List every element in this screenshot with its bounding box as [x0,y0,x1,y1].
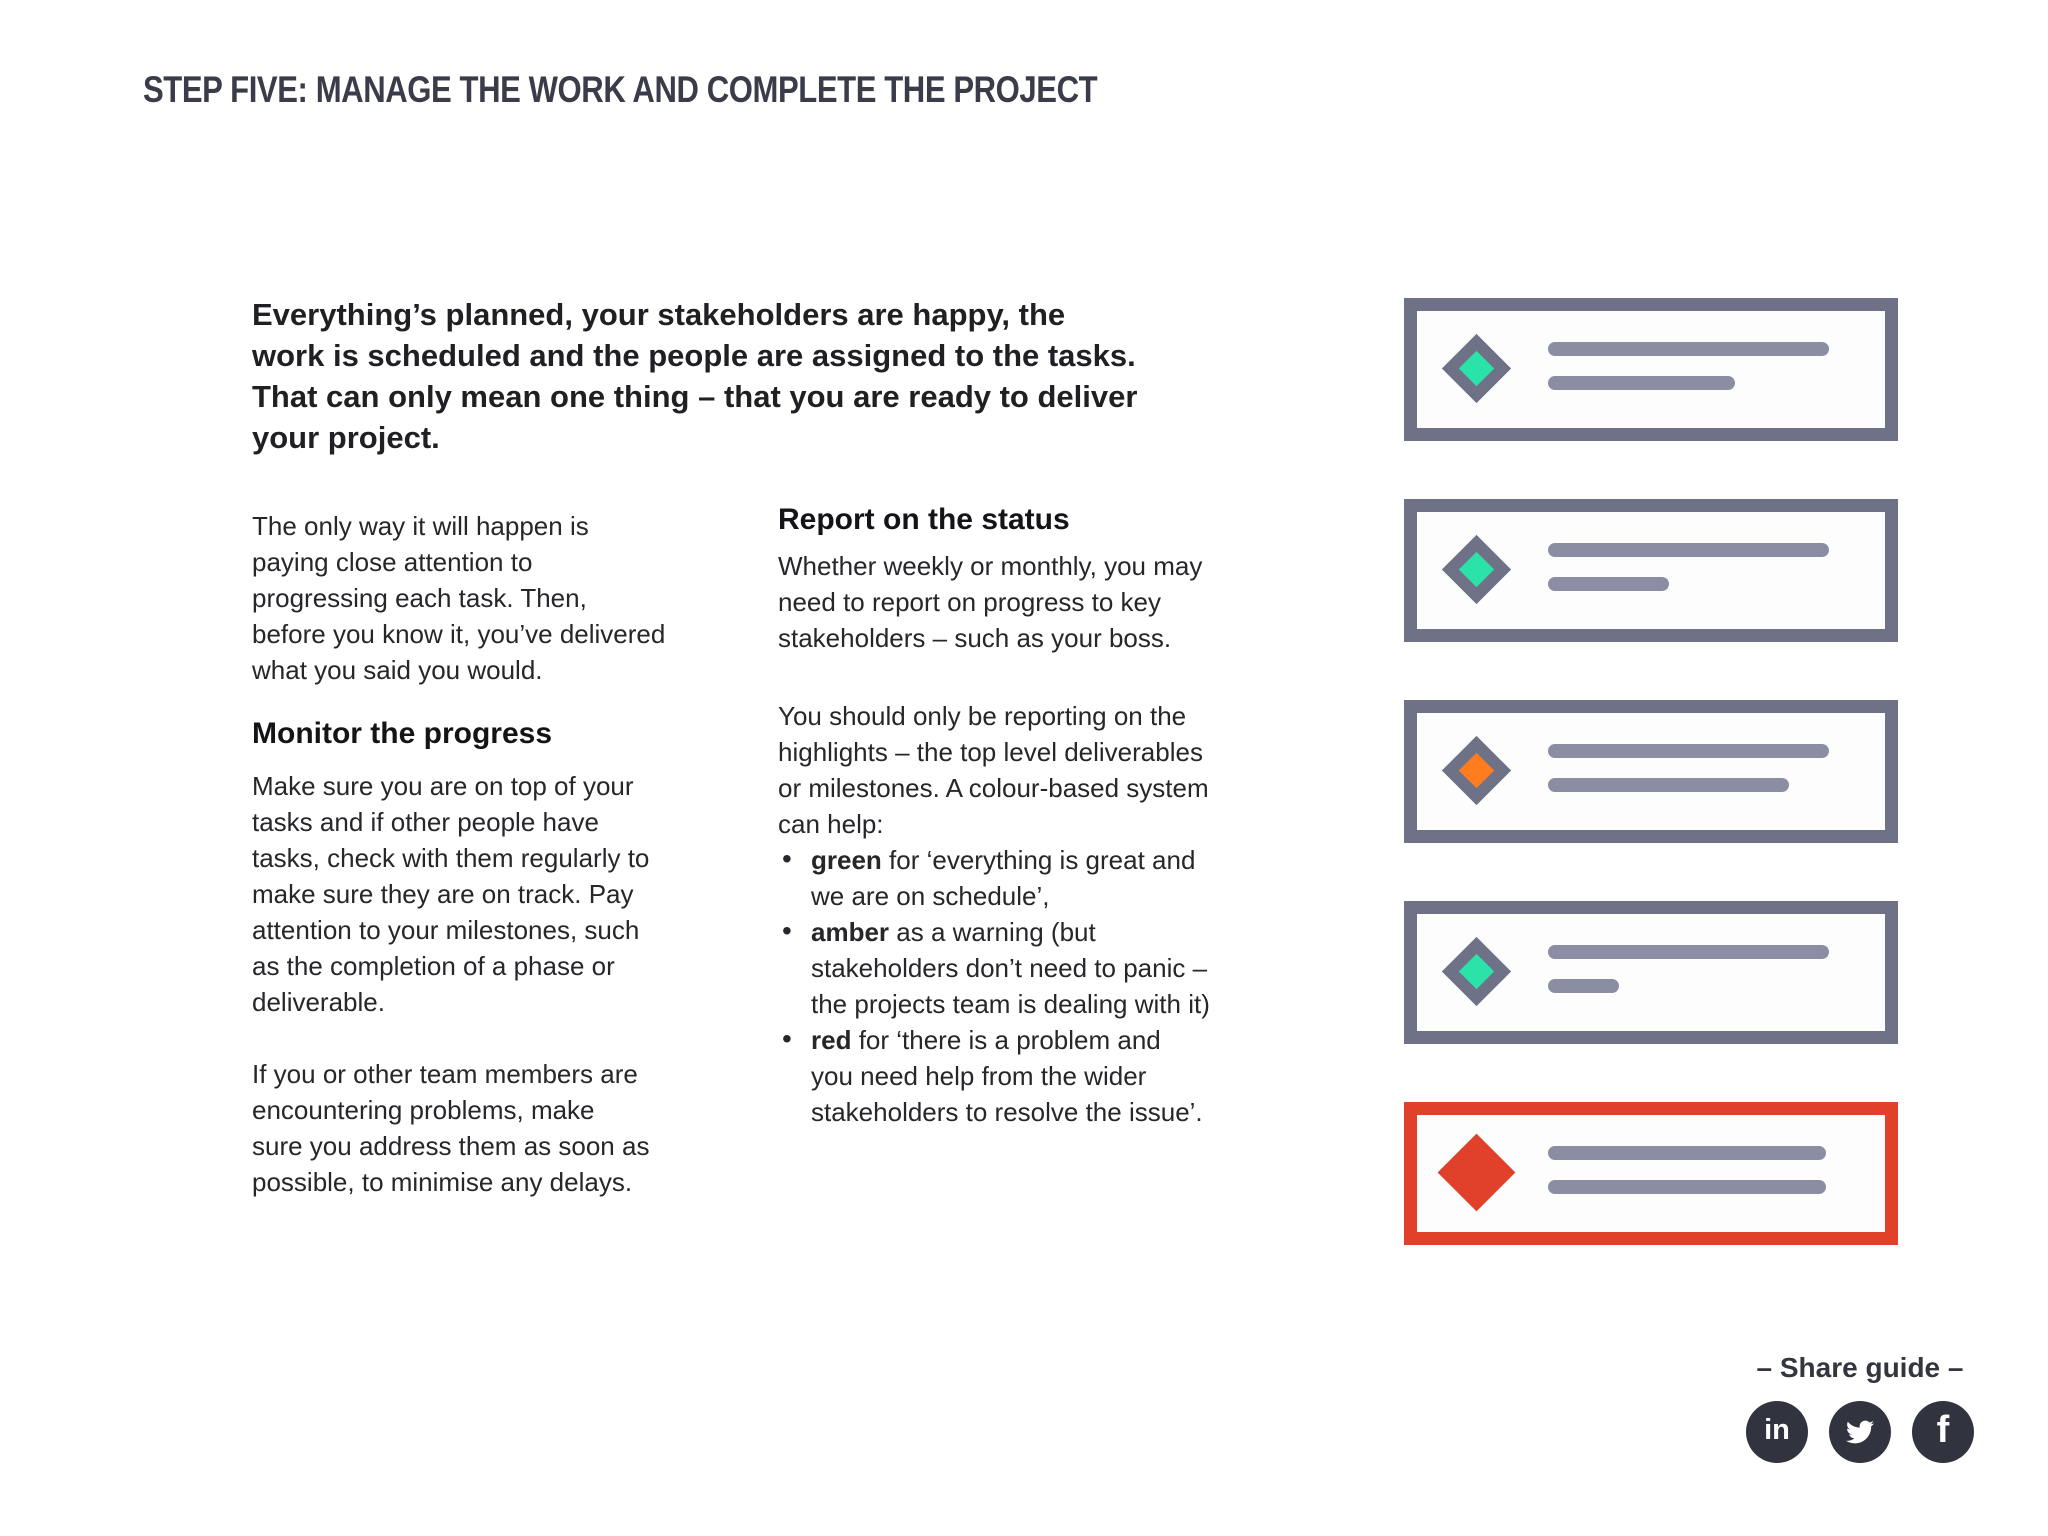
share-icons-row: in f [1746,1401,1974,1463]
status-card-on-schedule-1 [1404,298,1898,441]
page-title: STEP FIVE: MANAGE THE WORK AND COMPLETE … [143,69,1098,110]
left-column: The only way it will happen is paying cl… [252,508,757,1200]
bullet-amber-text: as a warning (but stakeholders don’t nee… [811,917,1210,1019]
left-paragraph-3: If you or other team members are encount… [252,1059,650,1197]
diamond-status-fill [1458,752,1495,789]
text-line-placeholder [1548,979,1619,993]
diamond-status-fill [1458,953,1495,990]
linkedin-icon: in [1764,1414,1790,1446]
text-line-placeholder [1548,945,1829,959]
facebook-icon: f [1936,1408,1950,1451]
linkedin-share-button[interactable]: in [1746,1401,1808,1463]
text-line-placeholder [1548,342,1829,356]
text-line-placeholder [1548,744,1829,758]
share-guide-label: – Share guide – [1756,1352,1964,1383]
facebook-share-button[interactable]: f [1912,1401,1974,1463]
bullet-amber: amber as a warning (but stakeholders don… [778,913,1308,1022]
text-line-placeholder [1548,1180,1826,1194]
bullet-red-text: for ‘there is a problem and you need hel… [811,1025,1203,1127]
text-line-placeholder [1548,577,1669,591]
middle-paragraph-1: Whether weekly or monthly, you may need … [778,551,1203,653]
bullet-green-text: for ‘everything is great and we are on s… [811,845,1196,911]
left-paragraph-2: Make sure you are on top of your tasks a… [252,771,650,1017]
text-line-placeholder [1548,376,1735,390]
milestone-diamond-icon-problem-red [1437,1133,1516,1212]
text-line-placeholder [1548,778,1789,792]
status-card-on-schedule-3 [1404,901,1898,1044]
diamond-status-fill [1458,551,1495,588]
text-line-placeholder [1548,543,1829,557]
status-card-problem-red [1404,1102,1898,1245]
bullet-red: red for ‘there is a problem and you need… [778,1021,1308,1130]
twitter-share-button[interactable] [1829,1401,1891,1463]
milestone-diamond-icon-on-schedule-2 [1441,534,1512,605]
bullet-red-lead: red [811,1025,852,1055]
left-paragraph-1: The only way it will happen is paying cl… [252,511,666,685]
section-heading-monitor-progress: Monitor the progress [252,717,553,750]
section-heading-report-status: Report on the status [778,503,1070,536]
intro-paragraph: Everything’s planned, your stakeholders … [252,297,1138,455]
status-card-warning-amber [1404,700,1898,843]
bullet-green: green for ‘everything is great and we ar… [778,841,1308,914]
status-colour-bullet-list: green for ‘everything is great and we ar… [778,841,1308,1130]
text-line-placeholder [1548,1146,1826,1160]
middle-paragraph-2: You should only be reporting on the high… [778,701,1209,839]
twitter-icon [1846,1420,1875,1444]
bullet-amber-lead: amber [811,917,890,947]
bullet-green-lead: green [811,845,882,875]
status-card-on-schedule-2 [1404,499,1898,642]
milestone-diamond-icon-on-schedule-1 [1441,333,1512,404]
middle-column: Report on the status Whether weekly or m… [778,500,1308,1130]
milestone-diamond-icon-on-schedule-3 [1441,936,1512,1007]
milestone-diamond-icon-warning-amber [1441,735,1512,806]
diamond-status-fill [1458,350,1495,387]
